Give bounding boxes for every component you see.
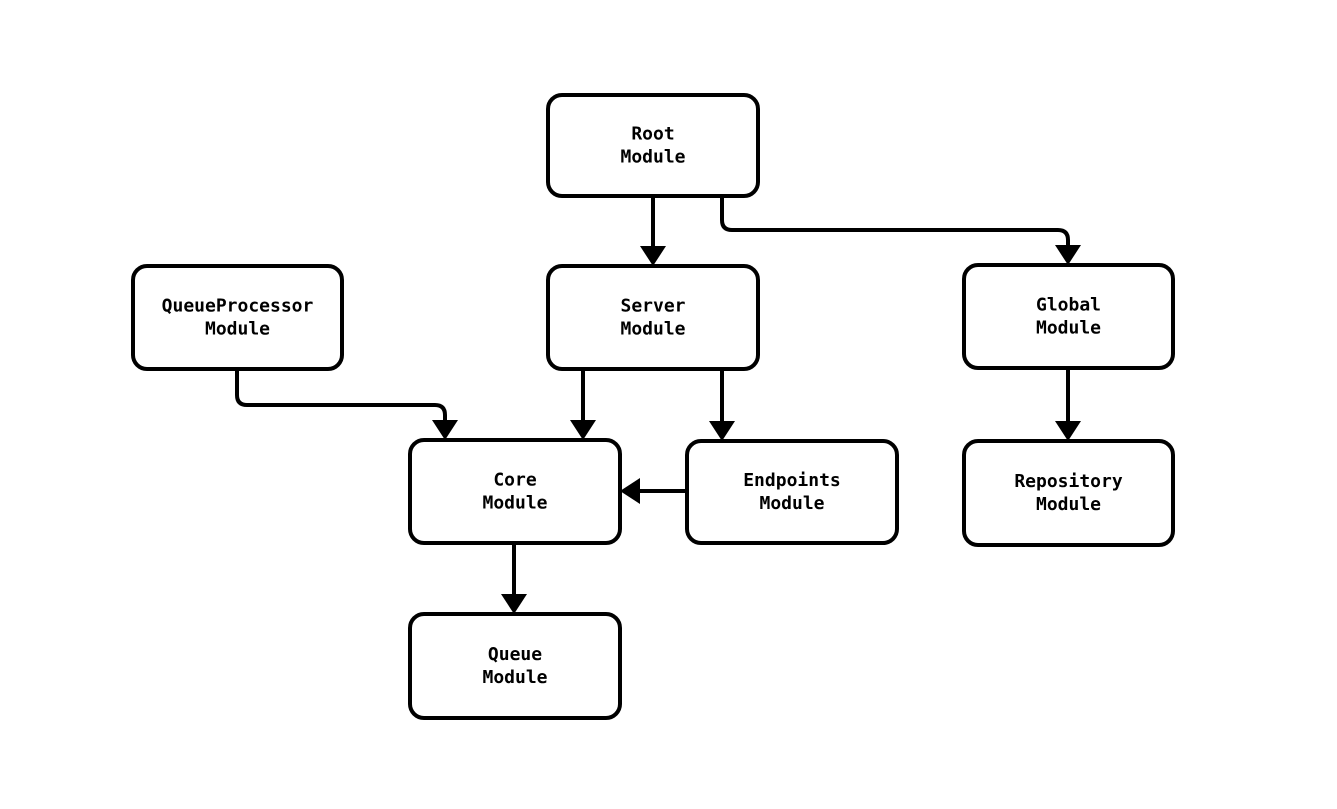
node-label-line2: Module xyxy=(205,319,270,340)
edge-global-to-repository xyxy=(1055,368,1081,441)
edge-server-to-endpoints xyxy=(709,369,735,441)
node-label-line2: Module xyxy=(759,493,824,514)
arrowhead-icon xyxy=(1055,421,1081,441)
node-box[interactable] xyxy=(962,439,1175,547)
arrowhead-icon xyxy=(570,420,596,440)
node-box[interactable] xyxy=(131,264,344,371)
arrowhead-icon xyxy=(640,246,666,266)
node-label-line1: Root xyxy=(631,124,674,145)
node-box[interactable] xyxy=(408,438,622,545)
edge-root-to-global xyxy=(720,196,1081,265)
edge-endpoints-to-core xyxy=(620,478,687,504)
node-label-line1: Repository xyxy=(1014,471,1123,492)
edge-server-to-core xyxy=(570,369,596,440)
node-box[interactable] xyxy=(962,263,1175,370)
edge-line xyxy=(235,369,447,424)
node-box[interactable] xyxy=(685,439,899,545)
node-label-line2: Module xyxy=(620,147,685,168)
edge-line xyxy=(720,196,1070,249)
node-label-line1: Core xyxy=(493,470,537,491)
node-label-line1: Server xyxy=(620,296,685,317)
edge-root-to-server xyxy=(640,196,666,266)
nodes-layer: RootModuleQueueProcessorModuleServerModu… xyxy=(131,93,1175,720)
arrowhead-icon xyxy=(501,594,527,614)
edge-queueprocessor-to-core xyxy=(235,369,458,440)
node-label-line1: Endpoints xyxy=(743,470,841,491)
node-label-line1: QueueProcessor xyxy=(162,296,314,317)
node-label-line2: Module xyxy=(482,493,547,514)
edge-core-to-queue xyxy=(501,543,527,614)
node-label-line1: Global xyxy=(1036,295,1101,316)
node-label-line2: Module xyxy=(1036,494,1101,515)
arrowhead-icon xyxy=(620,478,640,504)
edges-layer xyxy=(235,196,1081,614)
arrowhead-icon xyxy=(432,420,458,440)
node-box[interactable] xyxy=(408,612,622,720)
node-label-line2: Module xyxy=(482,667,547,688)
node-box[interactable] xyxy=(546,264,760,371)
node-box[interactable] xyxy=(546,93,760,198)
arrowhead-icon xyxy=(1055,245,1081,265)
node-label-line2: Module xyxy=(620,319,685,340)
node-label-line2: Module xyxy=(1036,318,1101,339)
node-label-line1: Queue xyxy=(488,644,542,665)
arrowhead-icon xyxy=(709,421,735,441)
